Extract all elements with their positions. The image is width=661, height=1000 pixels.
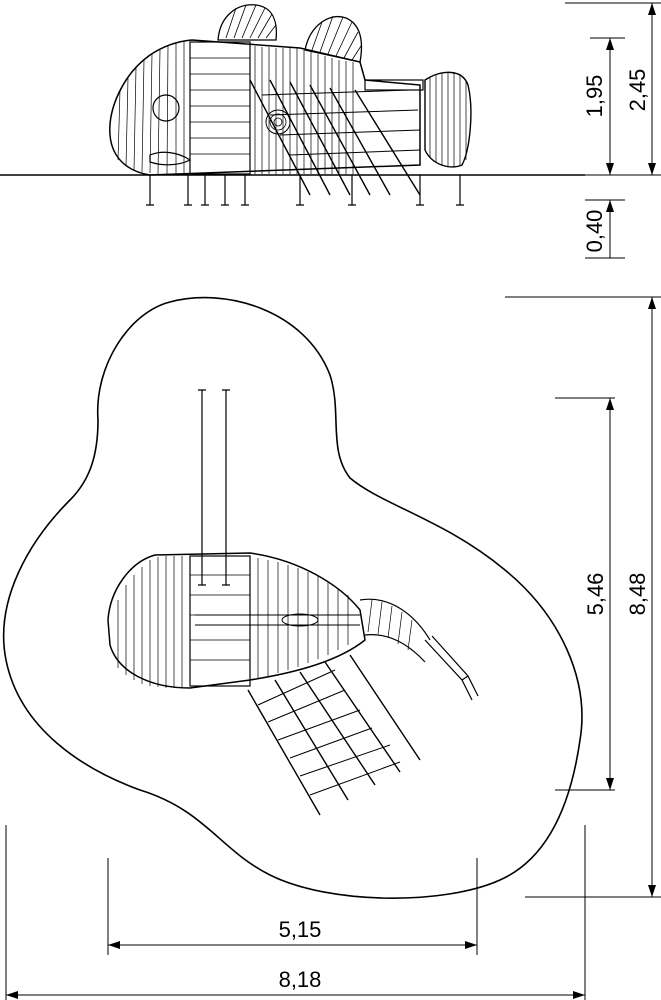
fish-body-plan	[107, 552, 479, 701]
dim-safety-zone-width: 8,18	[279, 967, 322, 992]
tail-fin-elevation	[424, 71, 472, 168]
plan-poles	[198, 389, 230, 586]
elevation-dimensions	[565, 2, 661, 259]
dim-equipment-depth: 5,46	[583, 573, 608, 616]
dim-equipment-width: 5,15	[279, 917, 322, 942]
elevation-view: 1,95 2,45 0,40	[0, 2, 661, 259]
safety-zone-outline	[2, 296, 583, 899]
foundation-posts	[146, 175, 464, 206]
climbing-net-plan	[247, 654, 421, 816]
dorsal-fins	[217, 4, 363, 63]
dim-foundation-depth: 0,40	[582, 210, 607, 253]
plan-dimensions	[5, 296, 661, 1000]
dim-platform-height: 1,95	[582, 75, 607, 118]
dim-safety-zone-depth: 8,48	[625, 573, 650, 616]
fish-body-elevation	[109, 39, 424, 196]
dim-total-height: 2,45	[625, 69, 650, 112]
plan-view: 5,46 8,48 5,15 8,18	[2, 296, 661, 1000]
